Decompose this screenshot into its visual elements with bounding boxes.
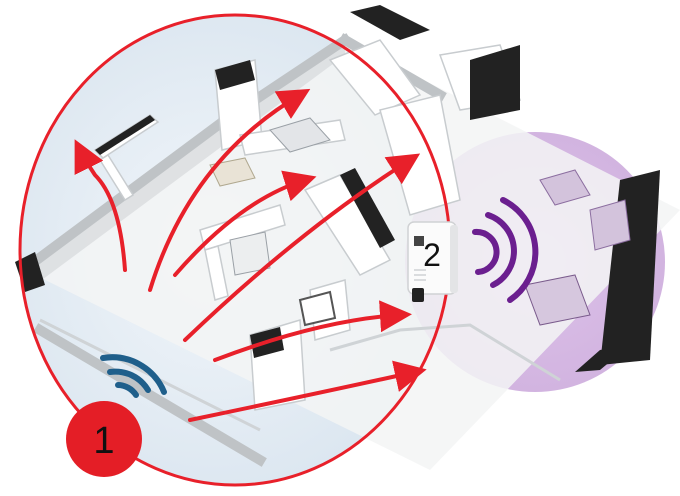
signal-arrow <box>188 360 427 422</box>
marker-1-label: 1 <box>93 420 114 462</box>
wifi-extender-device-icon <box>407 221 458 302</box>
signal-arrow <box>148 88 311 292</box>
signal-arrow <box>74 139 127 272</box>
furniture <box>209 117 631 327</box>
wifi-signal-icon <box>100 354 167 398</box>
apartment-floorplan <box>15 5 680 470</box>
signal-arrows <box>74 88 427 422</box>
signal-arrow <box>183 153 421 342</box>
wifi-signal-icon <box>472 197 539 303</box>
marker-1: 1 <box>66 401 142 477</box>
marker-1-badge <box>66 401 142 477</box>
signal-arrow <box>173 170 317 277</box>
marker-2-label: 2 <box>423 237 441 273</box>
signal-arrow <box>213 300 412 362</box>
